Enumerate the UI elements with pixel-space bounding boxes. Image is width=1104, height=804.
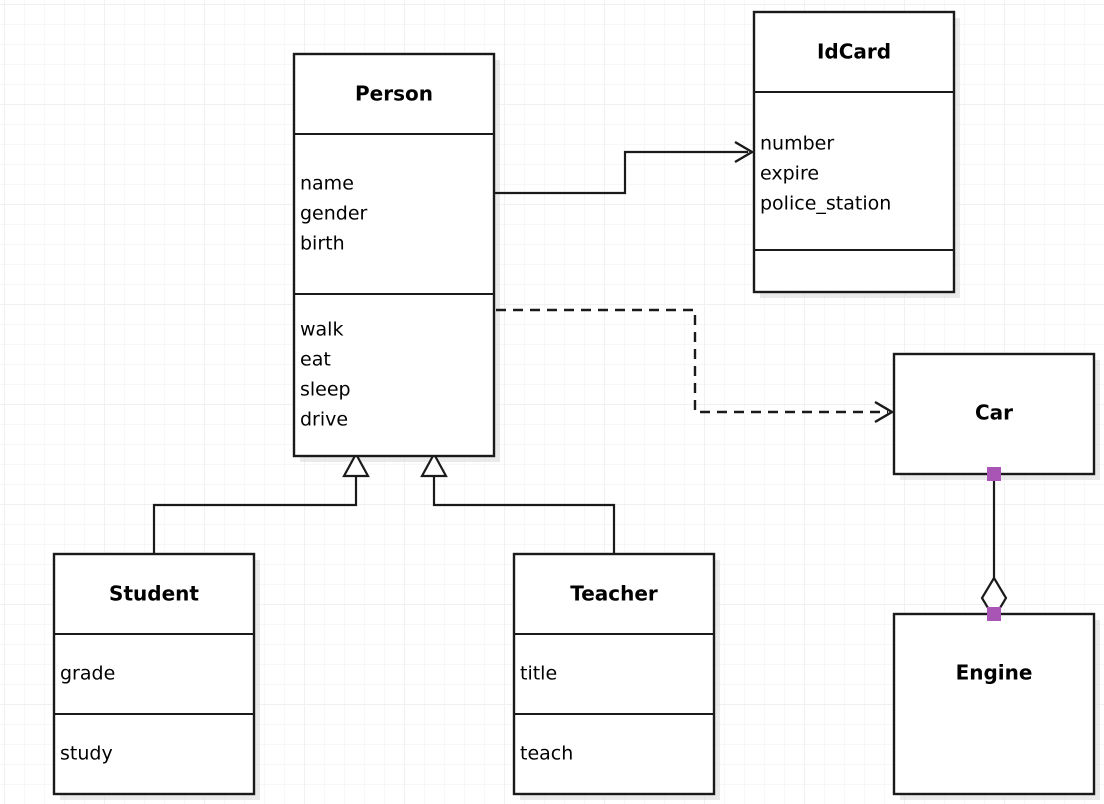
generalization-line-teacher-person[interactable] [432,474,616,554]
class-box-idcard[interactable]: IdCard number expire police_station [752,10,956,294]
class-operation-person-1: eat [300,349,331,371]
class-operation-teacher-0: teach [520,743,573,765]
class-operation-person-0: walk [300,319,343,341]
class-attribute-person-1: gender [300,203,368,225]
class-name-student: Student [109,582,199,606]
class-box-person[interactable]: Person name gender birth walk eat sleep … [292,52,496,458]
class-name-engine: Engine [956,661,1033,685]
hollow-triangle-student [342,451,370,478]
connection-handle-car-bottom[interactable] [987,467,1001,481]
class-name-teacher: Teacher [570,582,658,606]
class-operation-student-0: study [60,743,113,765]
class-attribute-idcard-1: expire [760,163,819,185]
class-operation-person-3: drive [300,409,348,431]
class-attribute-person-0: name [300,173,354,195]
relationship-car-engine[interactable] [980,474,1008,621]
class-operation-person-2: sleep [300,379,351,401]
open-arrowhead-car [874,400,895,424]
class-box-idcard-outline[interactable] [752,10,956,294]
class-box-teacher[interactable]: Teacher title teach [512,552,716,796]
connection-handle-group[interactable] [987,467,1001,621]
class-box-engine[interactable]: Engine [892,612,1096,796]
class-box-car[interactable]: Car [892,352,1096,476]
class-box-student-outline[interactable] [52,552,256,796]
relationship-student-person[interactable] [152,451,370,554]
class-name-idcard: IdCard [817,40,891,64]
relationship-person-car[interactable] [496,308,895,424]
class-attribute-idcard-2: police_station [760,193,891,215]
association-line-person-idcard[interactable] [494,150,748,195]
generalization-line-student-person[interactable] [152,474,358,554]
class-box-car-outline[interactable] [892,352,1096,476]
class-attribute-student-0: grade [60,663,115,685]
relationship-teacher-person[interactable] [420,451,616,554]
relationship-person-idcard[interactable] [494,140,755,195]
class-box-engine-outline[interactable] [892,612,1096,796]
class-name-person: Person [355,82,433,106]
class-attribute-teacher-0: title [520,663,557,685]
hollow-triangle-teacher [420,451,448,478]
connection-handle-engine-top[interactable] [987,607,1001,621]
open-arrowhead-idcard [734,140,755,164]
class-box-teacher-outline[interactable] [512,552,716,796]
class-attribute-idcard-0: number [760,133,834,155]
class-attribute-person-2: birth [300,233,345,255]
class-box-student[interactable]: Student grade study [52,552,256,796]
class-box-person-outline[interactable] [292,52,496,458]
dependency-line-person-car[interactable] [496,308,888,414]
class-name-car: Car [975,401,1013,425]
